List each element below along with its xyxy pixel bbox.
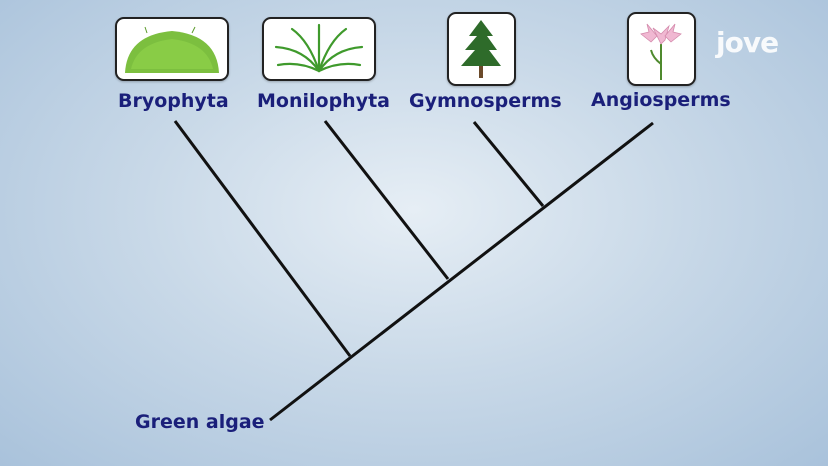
taxon-label-bryophyta: Bryophyta xyxy=(118,90,229,112)
taxon-label-monilophyta: Monilophyta xyxy=(257,90,390,112)
monilophyta-image-card xyxy=(262,17,376,81)
jove-logo: jove xyxy=(716,26,779,59)
branch-bryophyta xyxy=(173,120,352,357)
angiosperms-image-card xyxy=(627,12,696,86)
taxon-label-gymnosperms: Gymnosperms xyxy=(409,90,562,112)
main-trunk-branch xyxy=(269,121,654,422)
fern-icon xyxy=(274,23,364,73)
branch-gymnosperms xyxy=(472,121,545,207)
lily-flower-icon xyxy=(640,23,682,80)
taxon-label-angiosperms: Angiosperms xyxy=(591,89,731,111)
gymnosperms-image-card xyxy=(447,12,516,86)
conifer-tree-icon xyxy=(461,20,501,78)
bryophyta-image-card xyxy=(115,17,229,81)
branch-monilophyta xyxy=(323,120,450,280)
root-label-green-algae: Green algae xyxy=(135,411,265,433)
moss-icon xyxy=(125,26,219,73)
